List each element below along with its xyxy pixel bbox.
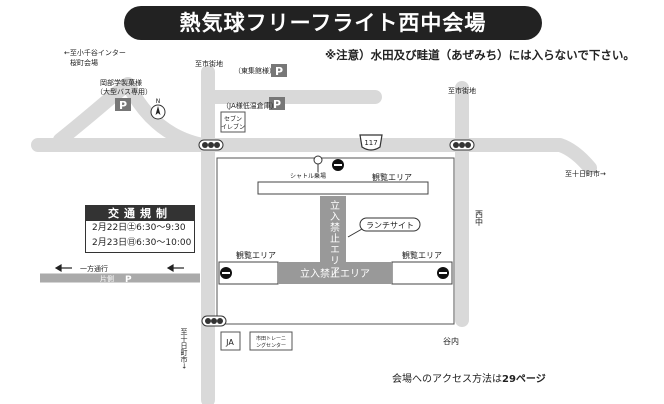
restricted-horizontal [278, 262, 392, 284]
svg-text:P: P [119, 99, 127, 112]
restricted-vertical [320, 196, 346, 262]
label-seven-2: イレブン [221, 123, 245, 131]
shuttle-stop-icon [313, 155, 323, 172]
label-ja-hall: （JA様低温倉庫） [222, 101, 278, 110]
label-to-tokamachi-right: 至十日町市→ [565, 169, 606, 178]
label-big-bus: （大型バス専用） [96, 87, 152, 96]
label-restricted-vertical: 立入禁止エリア [328, 199, 340, 277]
traffic-signal-icon [198, 139, 224, 151]
label-to-tokamachi-down: 至十日町市→ [180, 328, 188, 369]
traffic-row-1: 2月22日㊏6:30〜9:30 [92, 223, 186, 233]
label-to-city-right: 至市街地 [448, 86, 476, 95]
ja-box [220, 331, 241, 351]
north-arrow-icon: N [150, 98, 166, 120]
parking-icon: P [115, 98, 131, 112]
label-view-right: 観覧エリア [402, 250, 442, 260]
parking-signs: P P P [115, 64, 287, 112]
label-view-top: 観覧エリア [372, 172, 412, 182]
label-seika: 岡部学製菓様 [100, 78, 142, 87]
stop-sign-icon [220, 267, 232, 279]
warning-notice: ※注意）水田及び畦道（あぜみち）には入らないで下さい。 [325, 48, 635, 62]
traffic-signal-icon [201, 315, 227, 327]
launch-site-callout [359, 217, 421, 232]
label-taniuchi: 谷内 [443, 336, 459, 346]
access-note: 会場へのアクセス方法は29ページ [392, 370, 546, 385]
label-shuttle: シャトル乗場 [290, 172, 326, 180]
traffic-signals [198, 139, 475, 327]
one-way-arrows [54, 263, 184, 273]
seven-eleven-box [220, 111, 246, 133]
label-nishinaka: 西中 [475, 210, 484, 227]
traffic-regulation-box: 交通規制 2月22日㊏6:30〜9:30 2月23日㊐6:30〜10:00 [85, 205, 195, 253]
access-page: 29ページ [502, 374, 546, 385]
label-launch-site: ランチサイト [366, 221, 414, 230]
route-number: 117 [364, 139, 377, 147]
traffic-signal-icon [449, 139, 475, 151]
label-to-komaki-ic: ←至小千谷インター [64, 48, 126, 57]
parking-icon: P [269, 97, 285, 111]
training-center-box [249, 331, 293, 351]
venue-boundary [216, 157, 455, 325]
label-higashi: （東集館様） [234, 66, 276, 75]
stop-signs [220, 159, 449, 279]
label-restricted-horizontal: 立入禁止エリア [300, 267, 370, 280]
access-prefix: 会場へのアクセス方法は [392, 374, 502, 385]
label-ja: JA [225, 338, 234, 347]
svg-text:N: N [156, 98, 161, 105]
stop-sign-icon [332, 159, 344, 171]
traffic-title: 交通規制 [86, 206, 194, 221]
label-sakuramachi: 桜町会場 [70, 58, 98, 67]
label-training-2: ングセンター [256, 342, 286, 349]
roads [31, 65, 597, 404]
label-training-1: 市田トレーニ [256, 335, 286, 342]
view-area-top [257, 181, 429, 195]
label-seven-1: セブン [224, 115, 242, 123]
stop-sign-icon [437, 267, 449, 279]
svg-text:P: P [273, 98, 281, 111]
label-view-left: 観覧エリア [236, 250, 276, 260]
label-one-side: 片側 [100, 274, 114, 283]
parking-icon: P [125, 275, 132, 285]
parking-icon: P [271, 64, 287, 78]
traffic-row-2: 2月23日㊐6:30〜10:00 [92, 238, 192, 248]
label-to-city-top: 至市街地 [195, 59, 223, 68]
page-title: 熱気球フリーフライト西中会場 [124, 6, 542, 40]
route-shield-icon: 117 [359, 134, 383, 151]
road-main [31, 138, 597, 175]
label-one-way: 一方通行 [80, 264, 108, 273]
svg-text:P: P [275, 65, 283, 78]
